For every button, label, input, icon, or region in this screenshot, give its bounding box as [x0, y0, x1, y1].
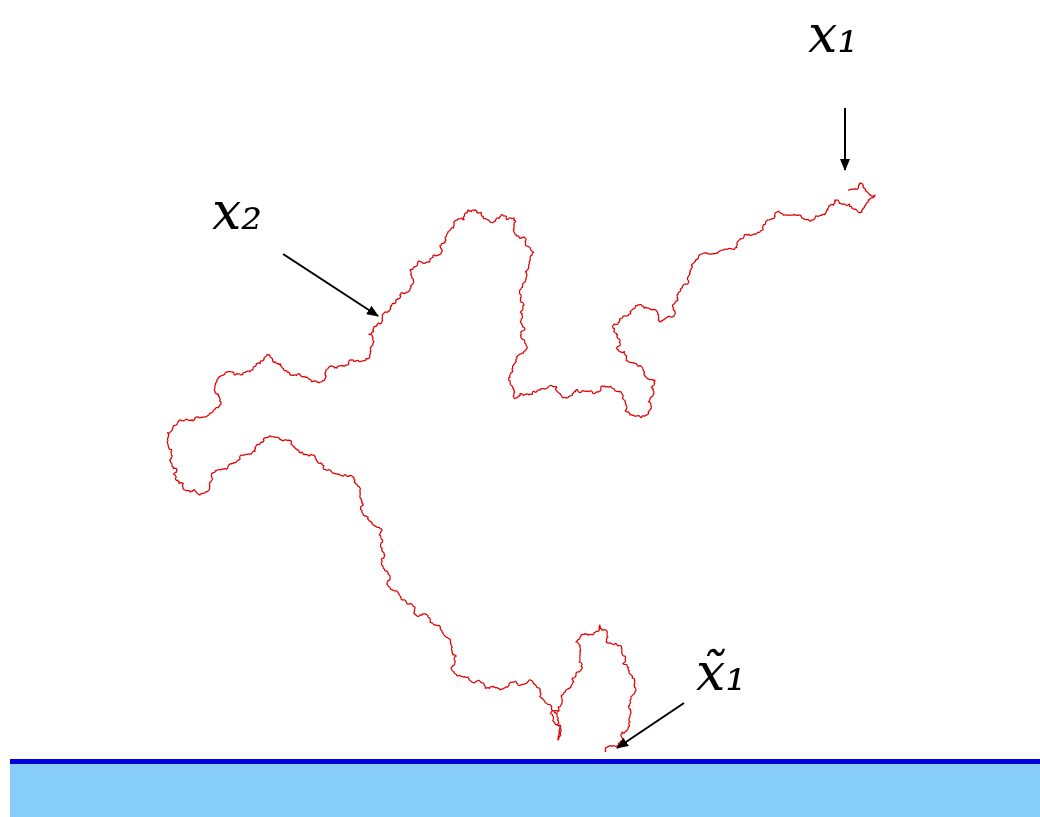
math-label: x₁ [808, 8, 858, 60]
leader-arrow [617, 703, 684, 748]
leader-arrow [283, 254, 378, 316]
random-curve [167, 183, 875, 752]
math-label: x̃₁ [696, 646, 746, 698]
leader-arrow [844, 108, 846, 170]
math-label: x₂ [212, 185, 262, 237]
boundary-line [10, 759, 1040, 764]
region [10, 762, 1040, 817]
